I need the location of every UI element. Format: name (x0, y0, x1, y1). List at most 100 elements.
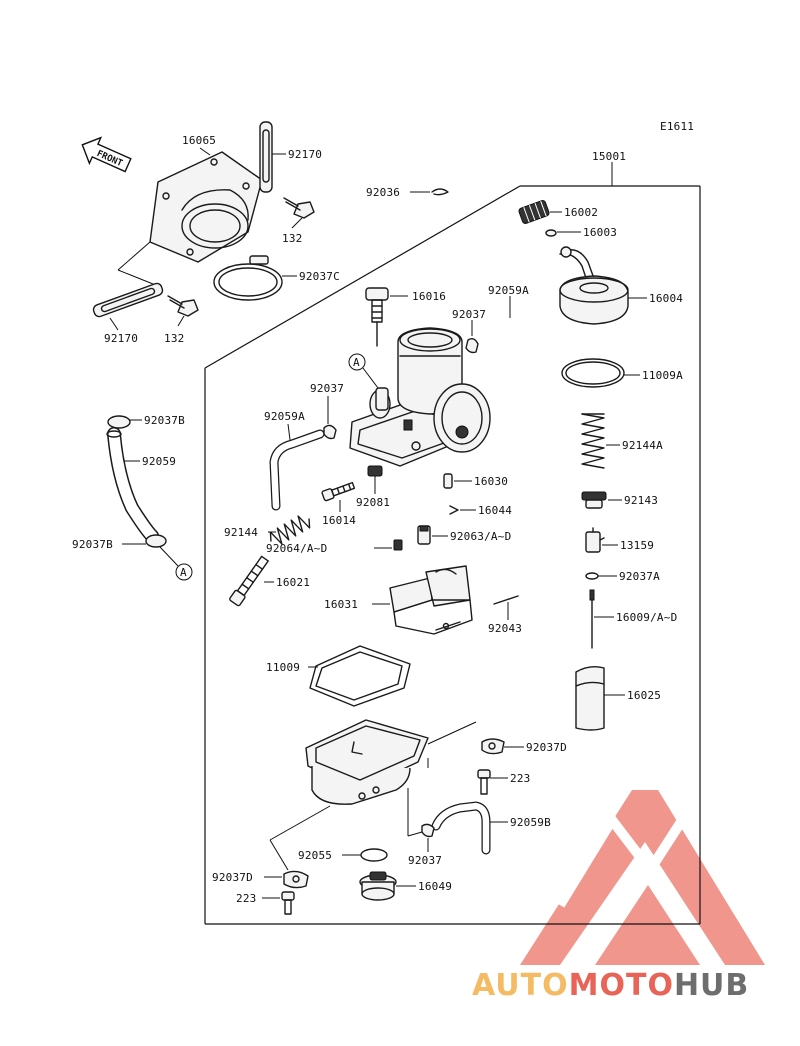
part-bolt-132-bot (167, 295, 199, 317)
part-clip-92037-mid (323, 424, 337, 440)
label-13159: 13159 (620, 539, 654, 552)
part-tube-92059A-mid (269, 429, 325, 511)
part-intake-holder (149, 151, 263, 263)
watermark-auto: AUTO (472, 968, 569, 1003)
part-plug-16049 (359, 871, 397, 901)
part-spring-92081 (367, 465, 383, 477)
label-223-right: 223 (510, 772, 530, 785)
part-gasket-11009A (561, 358, 625, 388)
part-pin-92043 (493, 595, 519, 605)
front-arrow-icon: FRONT (81, 136, 132, 173)
label-92037D-right: 92037D (526, 741, 567, 754)
watermark-triangle-outer (520, 790, 765, 965)
label-92059B: 92059B (510, 816, 551, 829)
part-screw-16014 (321, 481, 356, 502)
part-collar-92143 (581, 491, 607, 509)
watermark-logo (520, 790, 765, 965)
part-seal-16003 (545, 229, 557, 237)
part-carburetor-body (349, 327, 491, 467)
part-bolt-132-top (283, 197, 315, 219)
label-92081: 92081 (356, 496, 390, 509)
label-92036: 92036 (366, 186, 400, 199)
label-16049: 16049 (418, 880, 452, 893)
part-throttle-valve-16025 (575, 665, 605, 731)
part-jet-16030 (443, 473, 453, 489)
part-clip-92037B-top (107, 415, 131, 429)
label-92037-mid: 92037 (310, 382, 344, 395)
part-jet-92063 (417, 525, 431, 545)
part-clip-92037D-left (283, 870, 309, 889)
label-16004: 16004 (649, 292, 683, 305)
label-92037-bot: 92037 (408, 854, 442, 867)
part-tube-92059B (431, 801, 491, 855)
label-16009: 16009/A~D (616, 611, 677, 624)
part-clip-92037B-bot (145, 534, 167, 548)
part-screw-16016 (365, 287, 389, 347)
part-screw-16021 (229, 555, 269, 607)
watermark-m-shape (555, 797, 740, 908)
label-16021: 16021 (276, 576, 310, 589)
part-clip-16044 (449, 505, 459, 515)
part-clip-92037-bot (421, 823, 435, 838)
label-16016: 16016 (412, 290, 446, 303)
part-clip-92036 (431, 188, 449, 196)
label-92037A: 92037A (619, 570, 660, 583)
label-16014: 16014 (322, 514, 356, 527)
label-92037D-left: 92037D (212, 871, 253, 884)
part-float-16031 (389, 565, 473, 635)
part-tube-92059 (106, 427, 159, 543)
label-92143: 92143 (624, 494, 658, 507)
callout-a-tube: A (159, 546, 193, 581)
label-11009: 11009 (266, 661, 300, 674)
assembly-frame (204, 162, 701, 925)
label-92170-top: 92170 (288, 148, 322, 161)
label-92170-bot: 92170 (104, 332, 138, 345)
label-92037B-top: 92037B (144, 414, 185, 427)
label-92063: 92063/A~D (450, 530, 511, 543)
label-132-top: 132 (282, 232, 302, 245)
part-tube-92059A-top (485, 316, 532, 363)
part-clamp-92037C (213, 255, 283, 301)
label-16003: 16003 (583, 226, 617, 239)
label-92059A-mid: 92059A (264, 410, 305, 423)
svg-text:A: A (180, 566, 187, 579)
part-screw-223-left (281, 891, 295, 915)
part-needle-16009 (589, 589, 595, 649)
label-92043: 92043 (488, 622, 522, 635)
label-92059A-top: 92059A (488, 284, 529, 297)
label-11009A: 11009A (642, 369, 683, 382)
label-16044: 16044 (478, 504, 512, 517)
diagram-code: E1611 (660, 120, 694, 133)
part-gasket-11009 (309, 645, 411, 707)
label-92059: 92059 (142, 455, 176, 468)
callout-a-carb: A (348, 353, 379, 389)
watermark-triangle-inner (595, 885, 700, 965)
part-oring-92055 (360, 848, 388, 862)
part-screw-223-right (477, 769, 491, 795)
part-float-bowl (305, 719, 429, 805)
label-16025: 16025 (627, 689, 661, 702)
watermark-moto: MOTO (569, 968, 674, 1003)
svg-text:A: A (353, 356, 360, 369)
label-92144: 92144 (224, 526, 258, 539)
label-92037-top: 92037 (452, 308, 486, 321)
label-92144A: 92144A (622, 439, 663, 452)
label-92055: 92055 (298, 849, 332, 862)
label-16031: 16031 (324, 598, 358, 611)
part-strap-bottom (92, 282, 164, 318)
part-strap-top (259, 121, 273, 193)
label-132-bot: 132 (164, 332, 184, 345)
label-92037C: 92037C (299, 270, 340, 283)
label-16065: 16065 (182, 134, 216, 147)
part-clip-92037D-right (481, 738, 505, 755)
part-spring-92144 (269, 515, 311, 545)
watermark-text: AUTOMOTOHUB (472, 968, 749, 1003)
part-spring-92144A (581, 413, 605, 469)
part-clip-92037A (585, 572, 599, 580)
label-92037B-bot: 92037B (72, 538, 113, 551)
label-223-left: 223 (236, 892, 256, 905)
watermark-hub: HUB (674, 968, 749, 1003)
label-16030: 16030 (474, 475, 508, 488)
label-92064: 92064/A~D (266, 542, 327, 555)
